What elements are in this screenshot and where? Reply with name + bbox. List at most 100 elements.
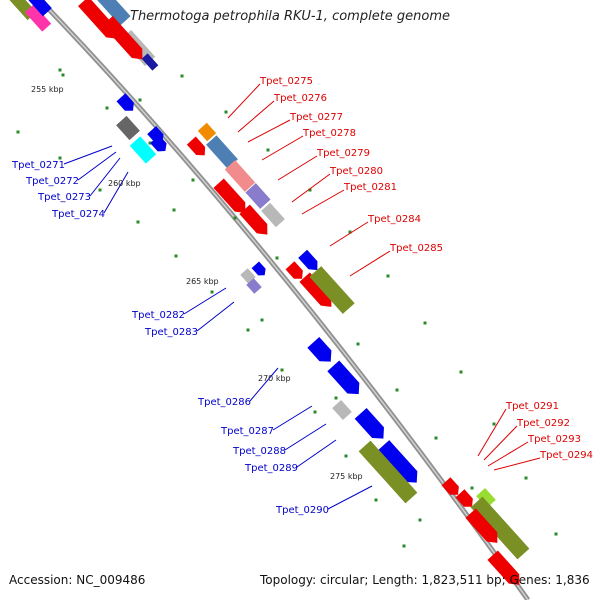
genome-backbone-highlight <box>39 0 529 600</box>
gene-feature <box>246 278 262 294</box>
genome-summary: Topology: circular; Length: 1,823,511 bp… <box>260 573 590 587</box>
leader-line <box>349 250 391 277</box>
scale-tick-dot <box>356 342 360 346</box>
leader-line <box>77 151 117 181</box>
scale-tick-dot <box>459 370 463 374</box>
gene-feature <box>441 477 459 495</box>
gene-feature <box>24 4 52 32</box>
gene-feature <box>102 15 143 60</box>
scale-tick-dot <box>58 68 62 72</box>
gene-block <box>332 400 352 420</box>
leader-line <box>483 425 518 461</box>
gene-feature <box>150 135 167 152</box>
gene-block <box>246 278 262 294</box>
gene-arrow <box>299 272 332 307</box>
gene-label-forward: Tpet_0294 <box>539 450 593 461</box>
scale-label: 260 kbp <box>108 179 141 188</box>
leader-line <box>261 135 304 161</box>
gene-label-forward: Tpet_0279 <box>316 148 370 159</box>
gene-feature <box>307 336 332 362</box>
gene-block <box>129 136 157 164</box>
gene-feature <box>332 400 352 420</box>
gene-arrow <box>455 489 473 507</box>
scale-tick-dot <box>395 388 399 392</box>
scale-tick-dot <box>524 476 528 480</box>
leader-line <box>89 157 121 197</box>
gene-block <box>470 496 530 560</box>
scale-tick-dot <box>386 274 390 278</box>
gene-label-forward: Tpet_0293 <box>527 434 581 445</box>
gene-label-reverse: Tpet_0290 <box>275 505 329 516</box>
map-title: Thermotoga petrophila RKU-1, complete ge… <box>130 9 451 24</box>
leader-line <box>249 367 279 402</box>
scale-tick-dot <box>313 410 317 414</box>
gene-feature <box>213 178 246 213</box>
gene-feature <box>245 183 271 209</box>
gene-label-forward: Tpet_0281 <box>343 182 397 193</box>
gene-label-reverse: Tpet_0286 <box>197 397 251 408</box>
gene-arrow <box>285 261 303 279</box>
gene-label-reverse: Tpet_0287 <box>220 426 274 437</box>
gene-arrow <box>150 135 167 152</box>
gene-label-forward: Tpet_0280 <box>329 166 383 177</box>
gene-label-forward: Tpet_0285 <box>389 243 443 254</box>
gene-feature <box>465 508 498 543</box>
leader-line <box>103 171 129 214</box>
gene-feature <box>358 440 418 504</box>
gene-arrow <box>465 508 498 543</box>
gene-block <box>358 440 418 504</box>
gene-arrow <box>251 261 266 276</box>
gene-feature <box>116 115 140 141</box>
gene-label-forward: Tpet_0284 <box>367 214 421 225</box>
gene-arrow <box>377 440 418 483</box>
scale-tick-dot <box>434 436 438 440</box>
leader-line <box>196 301 235 332</box>
scale-tick-dot <box>98 188 102 192</box>
leader-line <box>272 405 313 431</box>
gene-arrow <box>116 93 134 111</box>
gene-label-reverse: Tpet_0274 <box>51 209 105 220</box>
gene-arrow <box>102 15 143 60</box>
gene-label-reverse: Tpet_0272 <box>25 176 79 187</box>
gene-feature <box>224 160 256 192</box>
scale-tick-dot <box>210 290 214 294</box>
scale-tick-dot <box>418 518 422 522</box>
gene-arrow <box>239 204 268 235</box>
gene-block <box>309 266 355 314</box>
leader-line <box>63 145 113 165</box>
scale-ticks <box>16 68 558 548</box>
gene-feature <box>93 0 131 26</box>
accession-label: Accession: NC_009486 <box>9 573 146 587</box>
gene-feature <box>299 272 332 307</box>
scale-tick-dot <box>423 321 427 325</box>
gene-block <box>261 202 285 228</box>
gene-feature <box>377 440 418 483</box>
gene-arrow <box>327 360 360 395</box>
scale-tick-dot <box>148 141 152 145</box>
gene-feature <box>129 136 157 164</box>
gene-feature <box>309 266 355 314</box>
gene-block <box>28 0 52 17</box>
gene-label-reverse: Tpet_0282 <box>131 310 185 321</box>
gene-feature <box>285 261 303 279</box>
gene-feature <box>28 0 52 17</box>
gene-label-forward: Tpet_0278 <box>302 128 356 139</box>
leader-line <box>296 439 337 468</box>
gene-feature <box>251 261 266 276</box>
leader-line <box>327 485 373 510</box>
leader-line <box>183 287 227 315</box>
gene-feature <box>206 135 238 169</box>
scale-tick-dot <box>136 220 140 224</box>
gene-feature <box>455 489 473 507</box>
gene-feature <box>470 496 530 560</box>
gene-label-reverse: Tpet_0289 <box>244 463 298 474</box>
scale-tick-dot <box>58 156 62 160</box>
gene-arrow <box>213 178 246 213</box>
leader-line <box>237 100 275 133</box>
leader-line <box>487 441 529 467</box>
label-leader-lines <box>63 83 541 510</box>
scale-tick-dot <box>266 148 270 152</box>
gene-arrow <box>186 136 206 156</box>
